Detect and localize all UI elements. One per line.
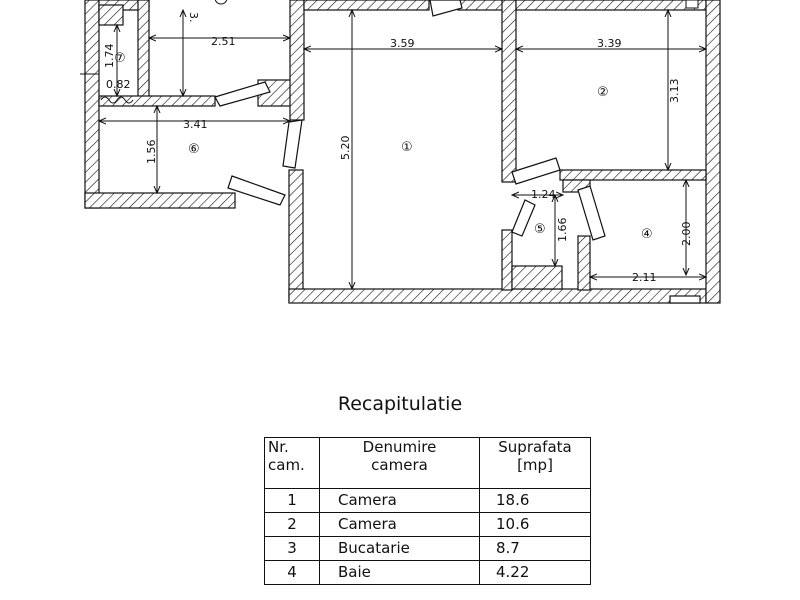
door-room1-left: [282, 119, 303, 169]
header-name-line2: camera: [371, 456, 428, 474]
table-row: 4 Baie 4.22: [264, 560, 591, 585]
window-top-right: [685, 0, 699, 9]
walls: [84, 0, 721, 304]
header-name: Denumire camera: [319, 437, 480, 489]
dim-2-51: 2.51: [211, 35, 236, 48]
room-number-2: ②: [597, 85, 609, 100]
summary-title: Recapitulatie: [337, 393, 463, 415]
summary-table: Nr. cam. Denumire camera Suprafata [mp] …: [264, 437, 591, 585]
dim-1-24: 1.24: [531, 188, 556, 201]
dim-1-56: 1.56: [145, 140, 158, 165]
door-room5-top: [511, 157, 561, 185]
doors: [214, 0, 606, 241]
header-nr-line1: Nr.: [268, 438, 289, 456]
cell-nr: 2: [264, 512, 320, 537]
table-row: 1 Camera 18.6: [264, 488, 591, 513]
summary-header-row: Nr. cam. Denumire camera Suprafata [mp]: [264, 437, 591, 489]
dim-5-20: 5.20: [339, 136, 352, 161]
room7-curtain: [100, 96, 134, 104]
dim-3-59: 3.59: [390, 37, 415, 50]
wall-bottom-room6: [84, 192, 236, 209]
cell-name: Camera: [319, 512, 480, 537]
room-number-3-partial: [214, 0, 228, 5]
cell-nr: 1: [264, 488, 320, 513]
wall-room1-left-bottom: [288, 169, 304, 303]
cell-nr: 3: [264, 536, 320, 561]
cell-name: Camera: [319, 488, 480, 513]
door-room6: [227, 175, 286, 206]
wall-window-br: [669, 295, 701, 304]
cell-nr: 4: [264, 560, 320, 585]
wall-room2-bottom: [559, 169, 707, 181]
room-number-1: ①: [401, 140, 413, 155]
room-number-4: ④: [641, 227, 653, 242]
dim-1-74: 1.74: [103, 44, 116, 69]
table-row: 2 Camera 10.6: [264, 512, 591, 537]
header-area-line2: [mp]: [517, 456, 553, 474]
dim-3-39: 3.39: [597, 37, 622, 50]
header-nr: Nr. cam.: [264, 437, 320, 489]
cell-name: Bucatarie: [319, 536, 480, 561]
dim-3-41: 3.41: [183, 118, 208, 131]
wall-left-outer: [84, 0, 100, 209]
cell-area: 10.6: [479, 512, 591, 537]
door-room4: [577, 185, 606, 241]
wall-room5-stub: [511, 265, 563, 290]
floor-plan: 3.59 5.20 3.39 3.13 2.51 3. 1.74 0.82 3.…: [80, 0, 721, 304]
door-room3: [214, 81, 271, 107]
wall-room1-top: [303, 0, 430, 11]
cell-area: 8.7: [479, 536, 591, 561]
wall-room1-right-bottom: [501, 229, 513, 291]
dim-2-00: 2.00: [680, 222, 693, 247]
dim-0-82: 0.82: [106, 78, 131, 91]
dim-1-66: 1.66: [556, 218, 569, 243]
table-row: 3 Bucatarie 8.7: [264, 536, 591, 561]
dim-2-11: 2.11: [632, 271, 657, 284]
room-number-7: ⑦: [114, 51, 126, 66]
door-room1-top: [429, 0, 463, 17]
cell-area: 4.22: [479, 560, 591, 585]
header-name-line1: Denumire: [362, 438, 437, 456]
wall-room1-right-top: [501, 0, 517, 183]
dim-3-13: 3.13: [668, 79, 681, 104]
room-number-6: ⑥: [188, 142, 200, 157]
wall-room2-top: [515, 0, 707, 11]
header-nr-line2: cam.: [268, 456, 305, 474]
header-area-line1: Suprafata: [498, 438, 572, 456]
dimension-lines: [80, 10, 706, 289]
wall-bottom-outer: [288, 288, 707, 304]
header-area: Suprafata [mp]: [479, 437, 591, 489]
dim-3-partial: 3.: [187, 12, 200, 23]
wall-room7-right: [137, 0, 150, 106]
room-number-5: ⑤: [534, 222, 546, 237]
cell-name: Baie: [319, 560, 480, 585]
wall-right-outer: [705, 0, 721, 304]
wall-room4-left: [577, 235, 591, 291]
wall-room1-left-top: [289, 0, 305, 121]
wall-room7-top: [98, 4, 124, 26]
door-room5-left: [511, 199, 536, 237]
cell-area: 18.6: [479, 488, 591, 513]
